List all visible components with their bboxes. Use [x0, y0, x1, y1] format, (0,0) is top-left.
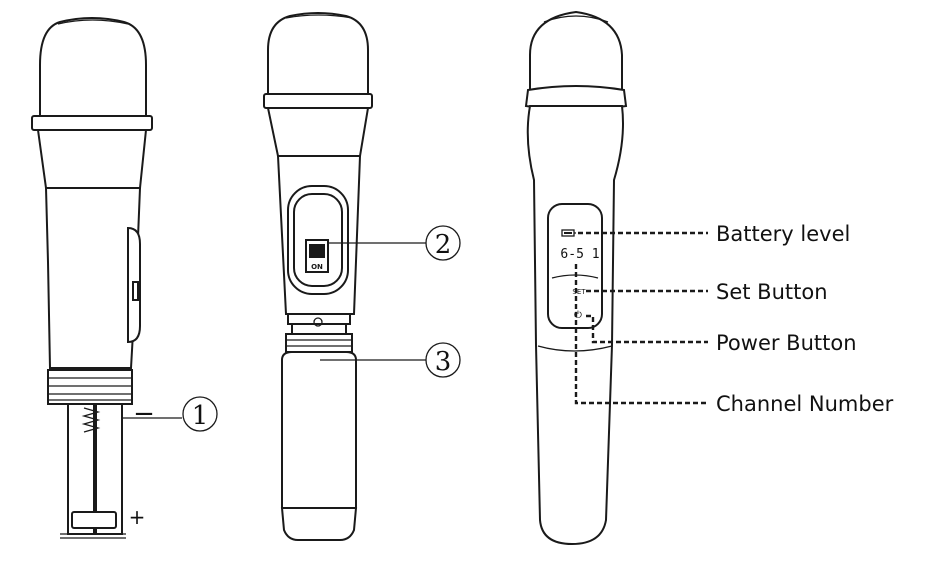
mic-front-switch: ON 2 3	[263, 12, 461, 541]
mic2-thread	[285, 333, 353, 353]
mic1-ring	[31, 115, 153, 131]
power-button-icon: ⏻	[574, 310, 582, 321]
plus-sign: +	[129, 505, 146, 529]
set-button-label: SET	[572, 288, 586, 296]
battery-spring	[81, 407, 101, 433]
mic-battery-open: 1 − +	[31, 17, 218, 539]
mic1-thread-lines	[48, 377, 132, 401]
mic1-body	[44, 187, 142, 369]
minus-sign: −	[133, 399, 155, 429]
mic2-grille	[267, 12, 369, 97]
mic3-grille	[529, 10, 623, 93]
mic2-connector	[287, 313, 351, 325]
callout-1-number: 1	[192, 401, 209, 431]
callout-3-number: 3	[435, 347, 452, 377]
mic-side-display: 6-5 1 SET ⏻	[524, 10, 708, 546]
label-power-button: Power Button	[716, 331, 857, 355]
leader-channel	[574, 264, 708, 405]
label-battery-level: Battery level	[716, 222, 850, 246]
callout-3-circle	[425, 342, 461, 378]
leader-power	[586, 314, 708, 344]
label-set-button: Set Button	[716, 280, 828, 304]
mic1-thread	[47, 369, 133, 405]
mic1-grille	[39, 17, 147, 119]
label-channel-number: Channel Number	[716, 392, 894, 416]
channel-readout: 6-5 1	[560, 247, 599, 262]
callout-2-circle	[425, 225, 461, 261]
switch-on-label: ON	[311, 263, 323, 271]
mic2-ring	[263, 93, 373, 109]
callout-2-number: 2	[435, 230, 452, 260]
callout-1-circle	[182, 396, 218, 432]
battery-cover	[281, 351, 357, 509]
